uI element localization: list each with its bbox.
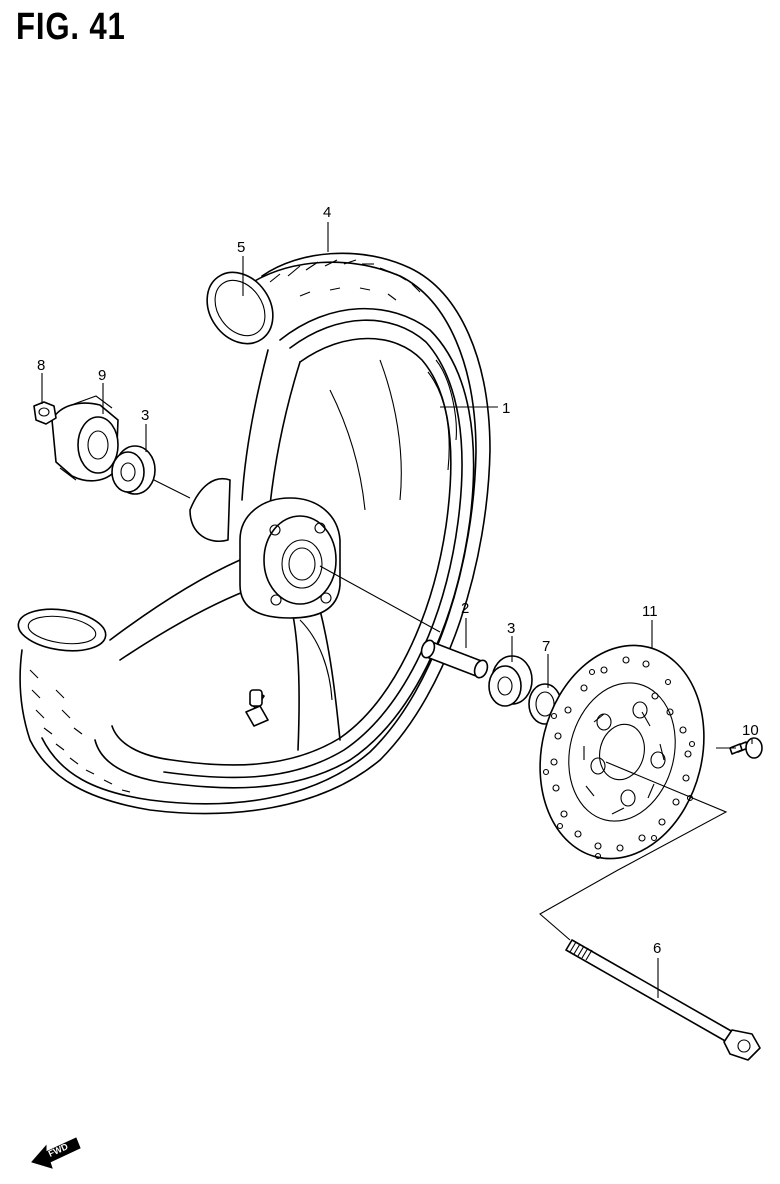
figure-title: FIG. 41 <box>16 6 126 48</box>
wheel <box>109 349 402 751</box>
callout-6: 6 <box>653 940 661 957</box>
callout-9: 9 <box>98 367 106 384</box>
part-9-gearbox <box>51 395 119 482</box>
callout-5: 5 <box>237 239 245 256</box>
part-2-spacer <box>420 639 489 679</box>
part-6-axle <box>565 939 761 1061</box>
callout-11: 11 <box>642 603 658 620</box>
callout-7: 7 <box>542 638 550 655</box>
callout-3-right: 3 <box>507 620 515 637</box>
callout-1: 1 <box>502 400 510 417</box>
part-10-bolt <box>729 737 763 759</box>
part-3-bearing-left <box>111 445 156 495</box>
callout-2: 2 <box>461 600 469 617</box>
callout-10: 10 <box>742 722 759 739</box>
callout-8: 8 <box>37 357 45 374</box>
part-3-bearing-right <box>488 655 533 707</box>
tire <box>17 252 491 815</box>
part-8-nut <box>33 401 57 425</box>
fwd-arrow-icon: FWD <box>31 1137 81 1169</box>
callout-3-left: 3 <box>141 407 149 424</box>
part-11-brake-disc <box>539 644 705 860</box>
callout-4: 4 <box>323 204 331 221</box>
